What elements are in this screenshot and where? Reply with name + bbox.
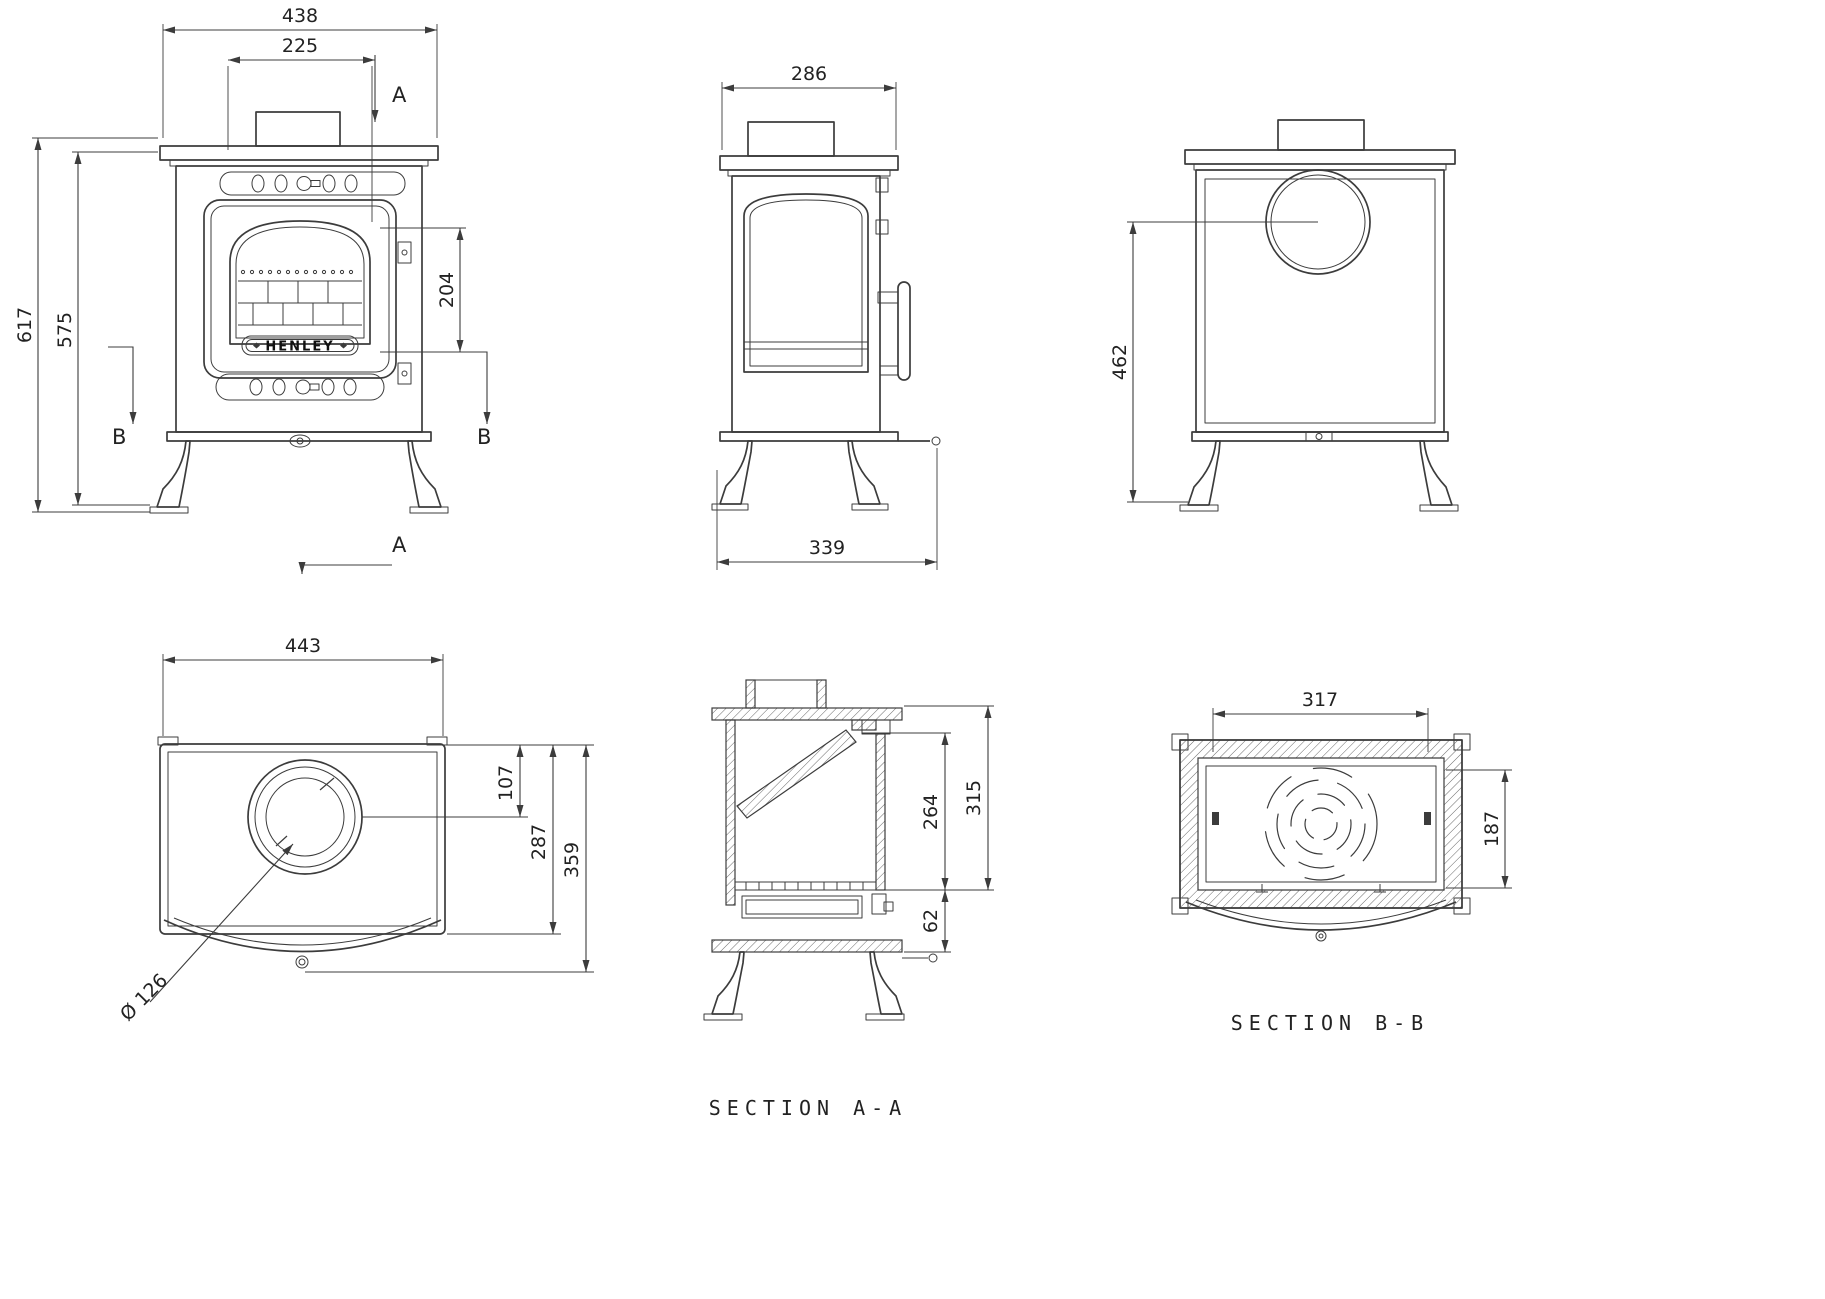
bb-grate-slots	[1212, 767, 1431, 893]
top-view: 443 Ø 126 107	[116, 635, 594, 1026]
section-letter-b: B	[477, 425, 491, 449]
front-door-hinges	[397, 241, 412, 385]
top-flue-circle	[247, 759, 363, 875]
front-firebricks	[238, 280, 362, 326]
dim-label: 204	[436, 272, 458, 308]
aa-flue-collar	[745, 679, 827, 709]
dim-top-body-depth: 287	[447, 745, 561, 935]
dim-top-width: 443	[162, 635, 444, 736]
back-base	[1191, 431, 1449, 442]
front-base	[166, 431, 432, 448]
side-top-plate	[719, 155, 899, 177]
side-door-handle	[877, 281, 911, 381]
section-bb-view: 317 187 SECTION B-B	[1171, 689, 1512, 1035]
side-hinge-tabs	[875, 177, 889, 235]
section-bb-label: SECTION B-B	[1231, 1011, 1429, 1035]
dim-side-top-depth: 286	[721, 63, 897, 150]
aa-grate	[734, 881, 877, 891]
aa-legs	[703, 951, 905, 1021]
section-marker-a-bottom: A	[298, 533, 407, 574]
aa-base-plate	[711, 939, 938, 963]
front-bottom-air-control	[215, 373, 385, 401]
dim-aa-inner-height: 315	[878, 705, 994, 891]
dim-label: Ø 126	[116, 969, 172, 1025]
section-aa-view: 315 264 62 SECTION A-A	[703, 679, 994, 1120]
dim-label: 443	[285, 635, 321, 657]
dim-front-top-width: 438	[162, 5, 438, 138]
side-flue-collar	[747, 121, 835, 157]
section-letter-a: A	[392, 533, 407, 557]
dim-label: 287	[528, 824, 550, 860]
aa-baffle-plate	[736, 729, 857, 819]
dim-label: 575	[54, 312, 76, 348]
bb-wall-band	[1179, 739, 1463, 909]
side-base	[719, 431, 941, 446]
section-marker-b-right: B	[466, 351, 491, 449]
dim-label: 317	[1302, 689, 1338, 711]
back-body	[1195, 169, 1445, 433]
front-legs	[149, 440, 449, 514]
dim-label: 339	[809, 537, 845, 559]
dim-label: 225	[282, 35, 318, 57]
dim-front-flue-offset: 225	[227, 35, 375, 222]
side-panel	[743, 193, 869, 373]
back-flue-collar	[1277, 119, 1365, 151]
front-top-plate	[159, 145, 439, 167]
dim-label: 462	[1109, 344, 1131, 380]
front-door	[203, 199, 397, 379]
dim-aa-firebox-height: 264	[862, 732, 951, 890]
front-airwash-holes	[240, 269, 354, 275]
top-plate-outline	[157, 736, 448, 935]
dim-label: 107	[495, 765, 517, 801]
side-view: 286 339	[711, 63, 941, 570]
section-aa-label: SECTION A-A	[709, 1096, 907, 1120]
dim-label: 438	[282, 5, 318, 27]
dim-front-body-height: 575	[54, 151, 158, 506]
side-legs	[711, 440, 889, 511]
back-top-plate	[1184, 149, 1456, 171]
dim-label: 187	[1481, 811, 1503, 847]
dim-front-glass-height: 204	[380, 227, 466, 353]
back-flue-outlet-circle	[1265, 169, 1371, 275]
bb-front-bow	[1185, 899, 1457, 942]
brand-text: HENLEY	[265, 340, 334, 355]
section-marker-b-left: B	[108, 346, 137, 449]
dim-label: 315	[963, 780, 985, 816]
dim-bb-inner-width: 317	[1212, 689, 1429, 752]
dim-back-flue-height: 462	[1109, 221, 1318, 503]
front-top-air-control	[219, 171, 406, 196]
dim-label: 617	[14, 307, 36, 343]
side-body	[731, 175, 881, 433]
dim-label: 286	[791, 63, 827, 85]
dim-front-overall-height: 617	[14, 137, 158, 513]
top-front-bow	[163, 917, 442, 969]
front-view: 438 225 A 617 575	[14, 5, 491, 574]
dim-bb-inner-depth: 187	[1446, 769, 1512, 889]
dim-label: 359	[561, 842, 583, 878]
aa-top-plate	[711, 707, 903, 721]
dim-side-overall-depth: 339	[716, 448, 938, 570]
dim-top-overall-depth: 359	[305, 745, 594, 973]
dim-label: 264	[920, 794, 942, 830]
back-legs	[1179, 440, 1459, 512]
section-letter-a: A	[392, 83, 407, 107]
dim-aa-base-height: 62	[904, 890, 951, 953]
aa-ashpan	[741, 893, 894, 919]
aa-back-wall	[725, 719, 736, 906]
dim-label: 62	[920, 909, 942, 933]
front-brand-badge: HENLEY	[241, 335, 359, 356]
aa-door-wall	[851, 719, 891, 891]
back-view: 462	[1109, 119, 1459, 512]
dim-top-flue-center: 107	[362, 744, 594, 818]
section-letter-b: B	[112, 425, 126, 449]
front-flue-collar	[255, 111, 341, 147]
section-marker-a-top: A	[371, 55, 407, 122]
